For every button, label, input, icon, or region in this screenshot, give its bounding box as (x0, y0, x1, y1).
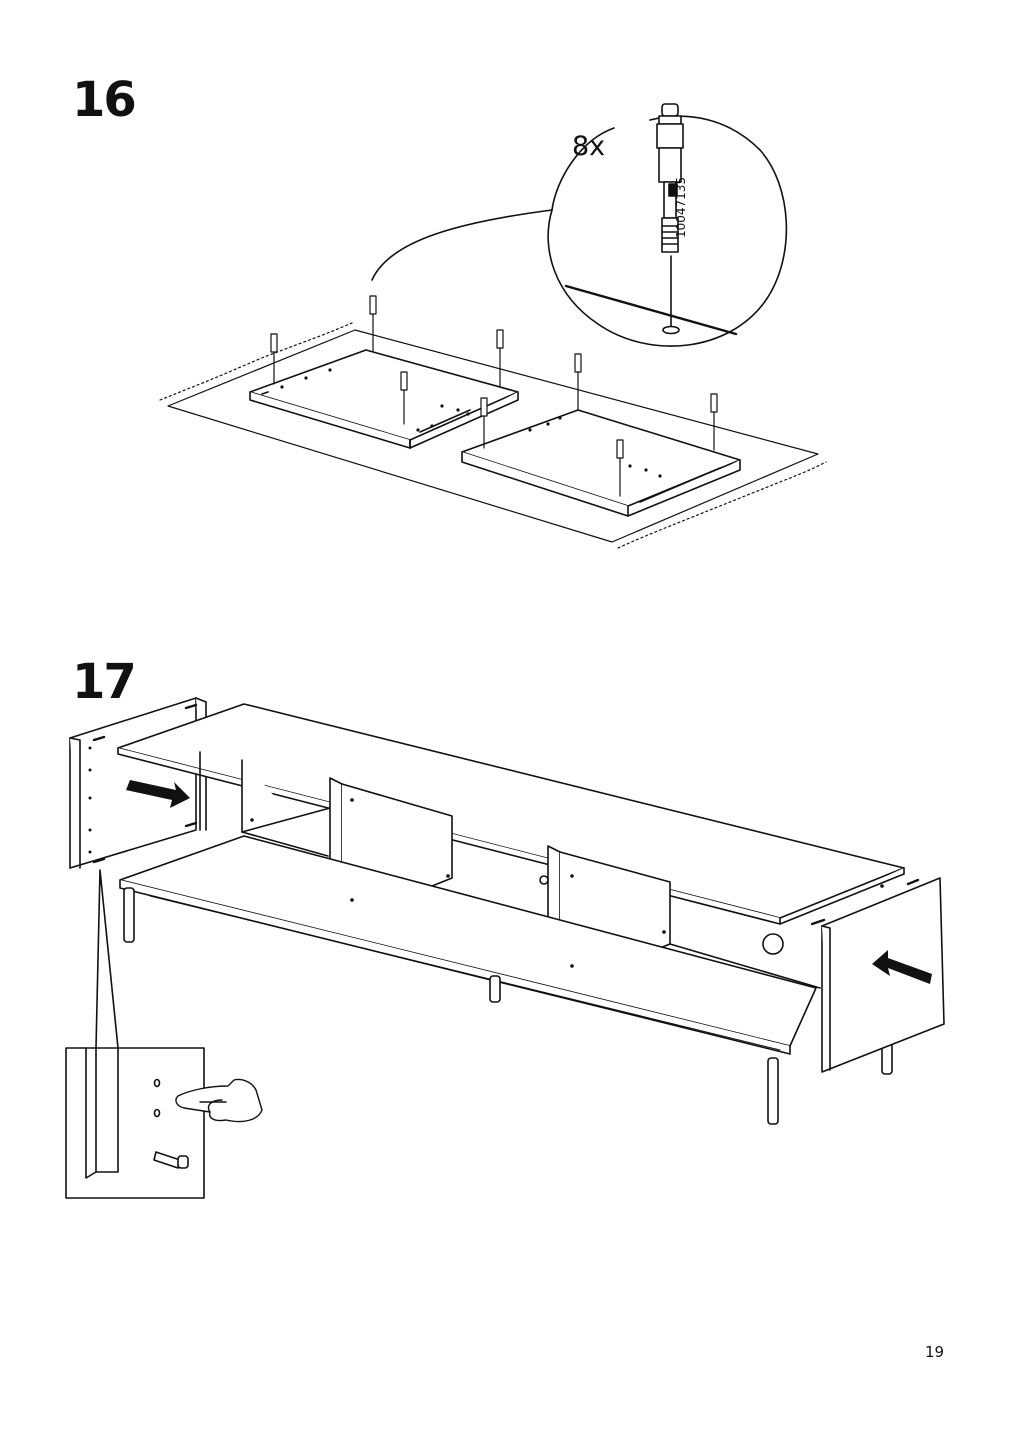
dowels-step16 (270, 295, 718, 497)
rug (159, 322, 827, 549)
detail-callout (371, 103, 788, 347)
tv-bench-carcass (117, 703, 905, 1125)
cam-dowel-icon (656, 103, 684, 253)
step-number-16: 16 (72, 72, 137, 128)
part-number-label: 10047135 (674, 176, 688, 238)
arrow-left-icon (872, 950, 932, 984)
arrow-right-icon (126, 780, 190, 808)
side-panel-right (810, 877, 945, 1073)
page-number: 19 (925, 1343, 945, 1361)
step-number-17: 17 (72, 654, 137, 710)
panel-left (249, 349, 519, 449)
detail-inset (65, 869, 263, 1199)
quantity-label: 8x (572, 131, 606, 162)
panel-right (461, 409, 741, 517)
pointing-hand-icon (175, 1078, 263, 1123)
